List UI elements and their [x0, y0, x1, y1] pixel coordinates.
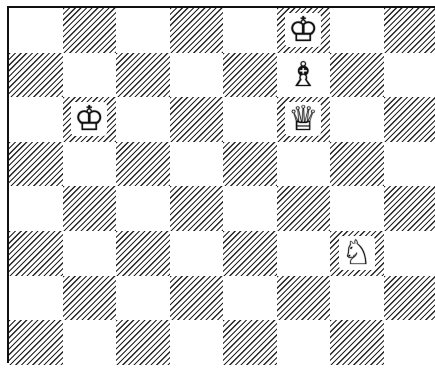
- board-square[interactable]: [330, 320, 384, 365]
- piece-glyph: ♕: [285, 102, 321, 136]
- board-square[interactable]: [277, 142, 331, 187]
- board-square[interactable]: [223, 53, 277, 98]
- board-square[interactable]: [384, 53, 435, 98]
- board-square[interactable]: [277, 276, 331, 321]
- board-square[interactable]: [116, 276, 170, 321]
- board-square[interactable]: ♕: [277, 97, 331, 142]
- board-square[interactable]: ♔: [63, 97, 117, 142]
- board-square[interactable]: [63, 186, 117, 231]
- board-square[interactable]: [330, 142, 384, 187]
- board-square[interactable]: [9, 276, 63, 321]
- board-square[interactable]: [223, 8, 277, 53]
- piece-glyph: ♘: [339, 236, 375, 270]
- board-square[interactable]: [223, 276, 277, 321]
- board-square[interactable]: [9, 97, 63, 142]
- board-square[interactable]: [9, 142, 63, 187]
- board-square[interactable]: [330, 53, 384, 98]
- board-square[interactable]: ♘: [330, 231, 384, 276]
- board-square[interactable]: [384, 320, 435, 365]
- board-square[interactable]: [223, 231, 277, 276]
- board-square[interactable]: [9, 186, 63, 231]
- board-square[interactable]: [116, 320, 170, 365]
- board-square[interactable]: [384, 231, 435, 276]
- board-square[interactable]: [170, 320, 224, 365]
- board-square[interactable]: [384, 8, 435, 53]
- board-square[interactable]: [384, 186, 435, 231]
- board-square[interactable]: [170, 231, 224, 276]
- board-square[interactable]: [277, 231, 331, 276]
- board-square[interactable]: [330, 8, 384, 53]
- board-square[interactable]: [63, 142, 117, 187]
- board-square[interactable]: [330, 276, 384, 321]
- white-king-icon[interactable]: ♔: [277, 8, 331, 53]
- board-square[interactable]: [116, 231, 170, 276]
- board-square[interactable]: [223, 97, 277, 142]
- board-square[interactable]: [223, 186, 277, 231]
- board-square[interactable]: [116, 53, 170, 98]
- board-square[interactable]: [330, 97, 384, 142]
- board-square[interactable]: ♗: [277, 53, 331, 98]
- white-queen-icon[interactable]: ♕: [277, 97, 331, 142]
- board-square[interactable]: [63, 8, 117, 53]
- board-square[interactable]: [9, 53, 63, 98]
- board-square[interactable]: [63, 276, 117, 321]
- white-bishop-icon[interactable]: ♗: [277, 53, 331, 98]
- board-square[interactable]: [170, 8, 224, 53]
- board-square[interactable]: [63, 231, 117, 276]
- board-square[interactable]: ♔: [277, 8, 331, 53]
- board-square[interactable]: [384, 97, 435, 142]
- board-square[interactable]: [63, 53, 117, 98]
- chess-board: ♔ ♗ ♔ ♕ ♘: [7, 6, 435, 363]
- board-square[interactable]: [116, 142, 170, 187]
- board-square[interactable]: [384, 142, 435, 187]
- white-knight-icon[interactable]: ♘: [330, 231, 384, 276]
- board-square[interactable]: [63, 320, 117, 365]
- board-square[interactable]: [9, 320, 63, 365]
- board-square[interactable]: [277, 186, 331, 231]
- board-square[interactable]: [9, 231, 63, 276]
- board-square[interactable]: [277, 320, 331, 365]
- piece-glyph: ♔: [71, 102, 107, 136]
- board-square[interactable]: [170, 97, 224, 142]
- piece-glyph: ♔: [285, 13, 321, 47]
- piece-glyph: ♗: [285, 58, 321, 92]
- board-square[interactable]: [170, 186, 224, 231]
- board-square[interactable]: [9, 8, 63, 53]
- board-square[interactable]: [170, 53, 224, 98]
- board-square[interactable]: [170, 142, 224, 187]
- board-square[interactable]: [384, 276, 435, 321]
- board-square[interactable]: [223, 142, 277, 187]
- board-square[interactable]: [170, 276, 224, 321]
- board-square[interactable]: [330, 186, 384, 231]
- board-square[interactable]: [116, 8, 170, 53]
- board-square[interactable]: [116, 186, 170, 231]
- board-square[interactable]: [116, 97, 170, 142]
- board-square[interactable]: [223, 320, 277, 365]
- white-king-icon[interactable]: ♔: [63, 97, 117, 142]
